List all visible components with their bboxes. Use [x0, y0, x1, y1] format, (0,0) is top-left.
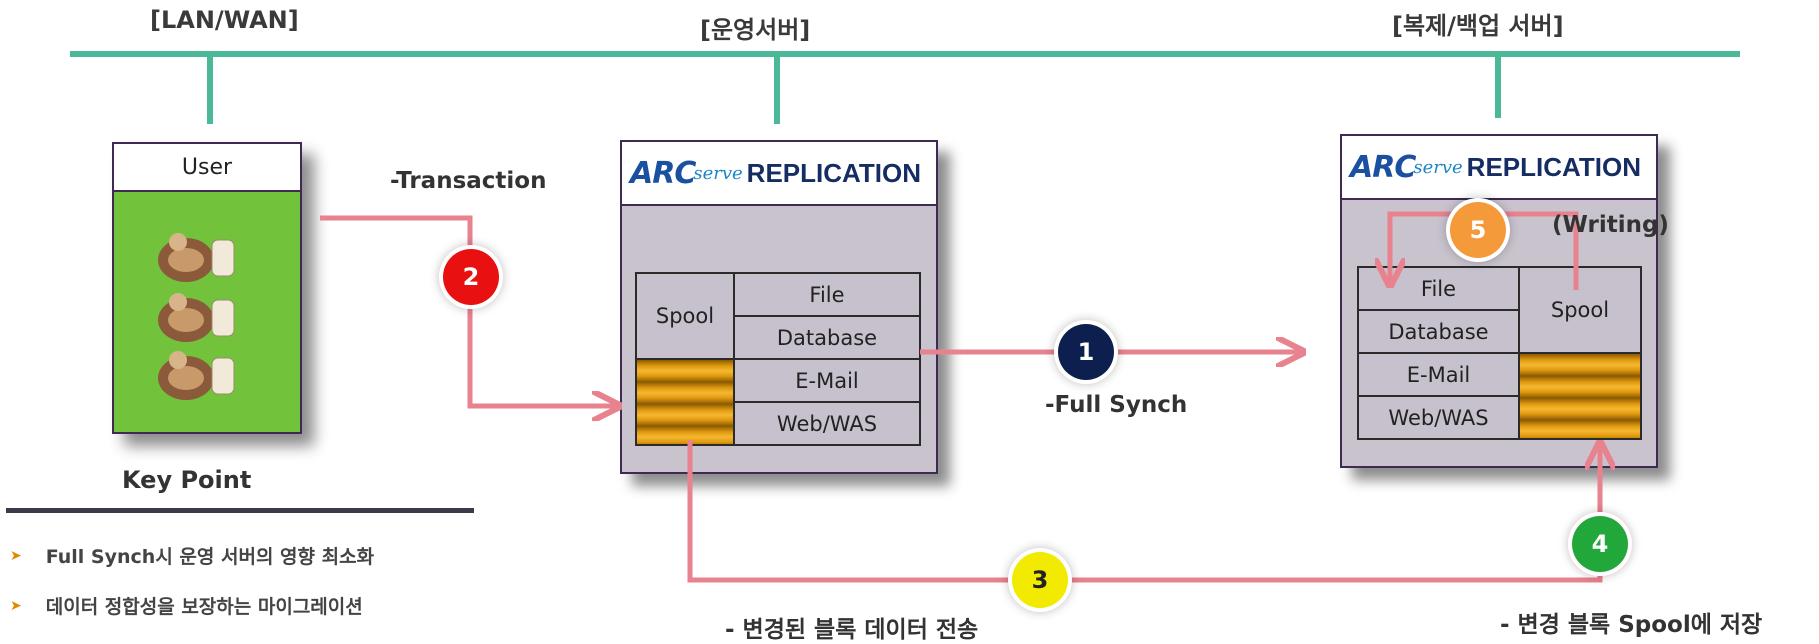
step-number: 1	[1077, 338, 1095, 366]
spool-label-cell: Spool	[635, 272, 735, 360]
row-file: File	[1357, 266, 1520, 311]
user-label: User	[114, 144, 300, 192]
annotation-full-synch: -Full Synch	[1045, 392, 1188, 418]
row-file: File	[733, 272, 921, 317]
arcserve-logo-right: ARC serve REPLICATION	[1342, 136, 1656, 200]
step-badge-1: 1	[1058, 324, 1114, 380]
arcserve-logo-left: ARC serve REPLICATION	[622, 142, 936, 206]
step-badge-5: 5	[1450, 202, 1506, 258]
logo-arc-text: ARC	[1350, 149, 1416, 185]
step-badge-4: 4	[1572, 516, 1628, 572]
logo-serve-text: serve	[1413, 156, 1463, 178]
key-point-item-text: Full Synch시 운영 서버의 영향 최소화	[45, 546, 375, 568]
header-ops-server: [운영서버]	[700, 16, 811, 44]
logo-arc-text: ARC	[630, 155, 696, 191]
arrow-bullet-icon: ➤	[10, 547, 22, 564]
users-icon	[158, 233, 235, 400]
user-box: User	[112, 142, 302, 434]
row-database: Database	[1357, 309, 1520, 354]
row-email: E-Mail	[1357, 352, 1520, 397]
logo-serve-text: serve	[693, 162, 743, 184]
key-point-item: ➤ 데이터 정합성을 보장하는 마이그레이션	[10, 592, 363, 619]
row-database: Database	[733, 315, 921, 360]
users-illustration	[114, 192, 300, 432]
step-badge-3: 3	[1012, 552, 1068, 608]
annotation-spool-store: - 변경 블록 Spool에 저장	[1500, 612, 1763, 638]
user-figure-3	[158, 351, 235, 400]
step-number: 5	[1469, 216, 1487, 244]
row-web-was: Web/WAS	[733, 401, 921, 446]
step-number: 2	[462, 263, 480, 291]
key-point-item: ➤ Full Synch시 운영 서버의 영향 최소화	[10, 542, 374, 569]
annotation-transaction: -Transaction	[390, 168, 547, 194]
spool-buffer	[635, 358, 735, 446]
spool-label-cell: Spool	[1518, 266, 1642, 354]
arrow-bullet-icon: ➤	[10, 597, 22, 614]
step-number: 3	[1031, 566, 1049, 594]
backup-server-box: ARC serve REPLICATION File Database E-Ma…	[1340, 134, 1658, 468]
ops-server-box: ARC serve REPLICATION Spool File Databas…	[620, 140, 938, 474]
key-point-divider	[6, 508, 474, 513]
key-point-title: Key Point	[122, 466, 252, 494]
header-backup-server: [복제/백업 서버]	[1392, 12, 1564, 40]
user-figure-2	[158, 293, 235, 342]
logo-replication-text: REPLICATION	[1466, 151, 1641, 182]
step-number: 4	[1591, 530, 1609, 558]
row-web-was: Web/WAS	[1357, 395, 1520, 440]
row-email: E-Mail	[733, 358, 921, 403]
header-lan-wan: [LAN/WAN]	[150, 6, 299, 34]
key-point-item-text: 데이터 정합성을 보장하는 마이그레이션	[45, 596, 363, 618]
step-badge-2: 2	[443, 249, 499, 305]
annotation-writing: (Writing)	[1552, 212, 1669, 238]
spool-buffer	[1518, 352, 1642, 440]
logo-replication-text: REPLICATION	[746, 157, 921, 188]
annotation-block-transfer: - 변경된 블록 데이터 전송	[725, 617, 979, 643]
user-figure-1	[158, 233, 235, 282]
